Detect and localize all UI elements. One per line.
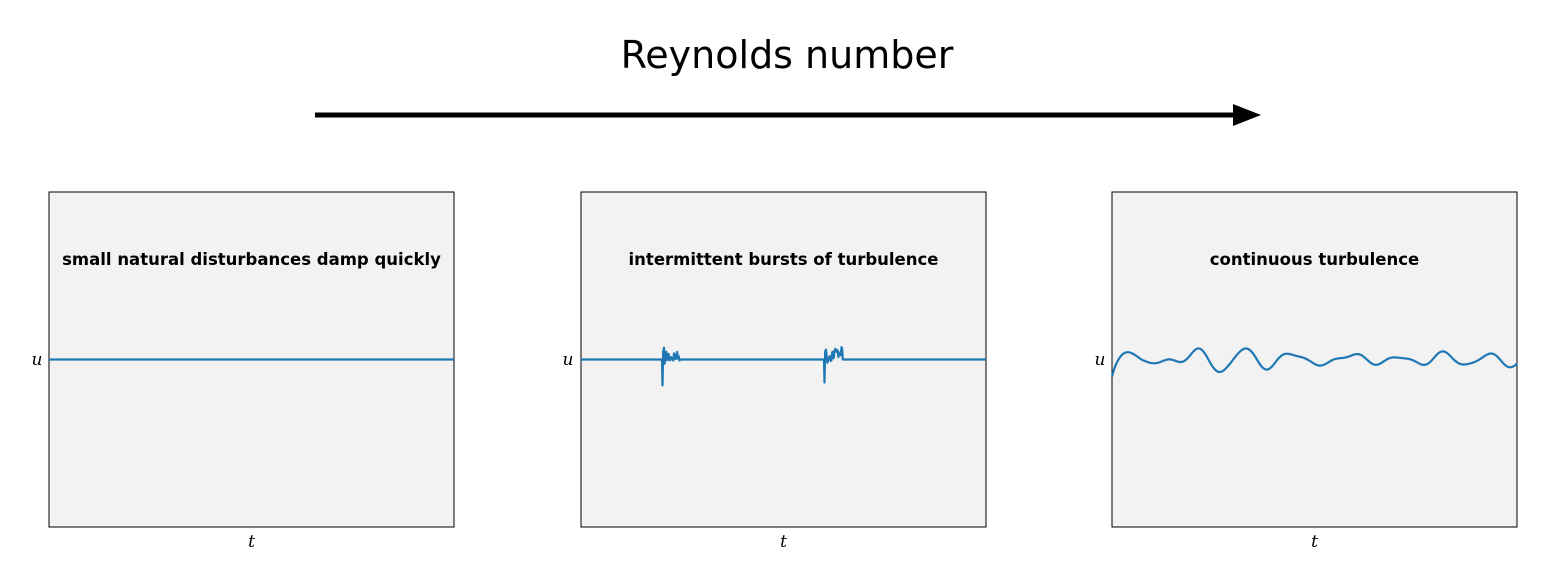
arrow-head [1233,104,1261,126]
panel-title: continuous turbulence [1210,250,1419,269]
panel-laminar: small natural disturbances damp quickly … [32,191,455,552]
velocity-signal [581,346,986,387]
diagram-title: Reynolds number [621,33,954,77]
velocity-signal [1110,347,1518,377]
x-axis-label: t [248,532,255,552]
panel-turbulent: continuous turbulence u t [1095,191,1518,552]
reynolds-arrow [315,104,1261,126]
x-axis-label: t [780,532,787,552]
panel-frame [1111,191,1518,528]
panel-title: small natural disturbances damp quickly [62,250,441,269]
panel-intermittent: intermittent bursts of turbulence u t [563,191,987,552]
y-axis-label: u [1095,350,1106,370]
x-axis-label: t [1311,532,1318,552]
panel-title: intermittent bursts of turbulence [629,250,939,269]
y-axis-label: u [32,350,43,370]
y-axis-label: u [563,350,574,370]
